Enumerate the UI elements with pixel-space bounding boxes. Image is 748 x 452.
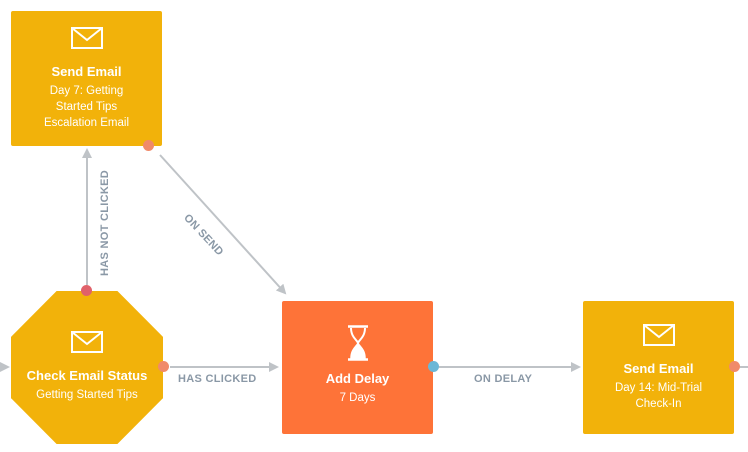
node-subtitle: Getting Started Tips	[36, 389, 138, 401]
node-title: Send Email	[623, 361, 694, 376]
send-email-day14-node[interactable]: Send Email Day 14: Mid-Trial Check-In	[583, 301, 734, 434]
add-delay-node[interactable]: Add Delay 7 Days	[282, 301, 433, 434]
envelope-icon	[642, 324, 675, 346]
edge-label-has-clicked: HAS CLICKED	[178, 373, 257, 385]
send-email-day7-node[interactable]: Send Email Day 7: Getting Started Tips E…	[11, 11, 162, 146]
arrow-on-send[interactable]	[159, 154, 287, 295]
output-port-has-clicked[interactable]	[158, 361, 169, 372]
output-port-send-email-day7[interactable]	[143, 140, 154, 151]
envelope-icon	[71, 331, 103, 353]
envelope-icon	[70, 27, 103, 49]
output-port-has-not-clicked[interactable]	[81, 285, 92, 296]
node-subtitle: Day 7: Getting Started Tips Escalation E…	[43, 85, 129, 129]
node-subtitle: Day 14: Mid-Trial Check-In	[614, 382, 703, 410]
node-title: Check Email Status	[26, 368, 148, 383]
edge-label-on-delay: ON DELAY	[474, 373, 533, 385]
hourglass-icon	[347, 325, 368, 361]
node-subtitle: 7 Days	[339, 392, 376, 404]
node-title: Add Delay	[325, 371, 390, 386]
check-email-status-node[interactable]: Check Email Status Getting Started Tips	[11, 291, 163, 444]
output-port-send-email-day14[interactable]	[729, 361, 740, 372]
node-title: Send Email	[51, 64, 122, 79]
output-port-add-delay[interactable]	[428, 361, 439, 372]
edge-label-has-not-clicked: HAS NOT CLICKED	[99, 170, 111, 276]
